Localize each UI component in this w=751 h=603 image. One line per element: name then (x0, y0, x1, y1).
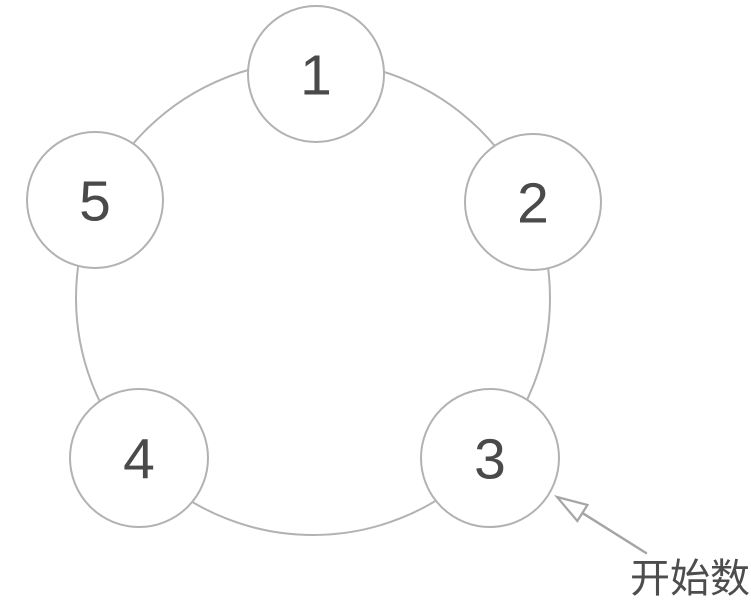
node-circle-4 (69, 388, 209, 528)
node-number-3: 3 (474, 428, 506, 492)
annotation-arrow-shaft (576, 509, 648, 555)
node-number-4: 4 (123, 428, 155, 492)
annotation-arrowhead-icon (553, 495, 590, 523)
node-circle-1 (247, 5, 385, 143)
node-circle-3 (420, 388, 560, 528)
node-circle-2 (464, 133, 602, 271)
node-number-2: 2 (517, 172, 549, 236)
start-counting-label: 开始数 (630, 557, 750, 601)
node-circle-5 (26, 131, 164, 269)
node-number-5: 5 (79, 170, 111, 234)
node-number-1: 1 (300, 44, 332, 108)
